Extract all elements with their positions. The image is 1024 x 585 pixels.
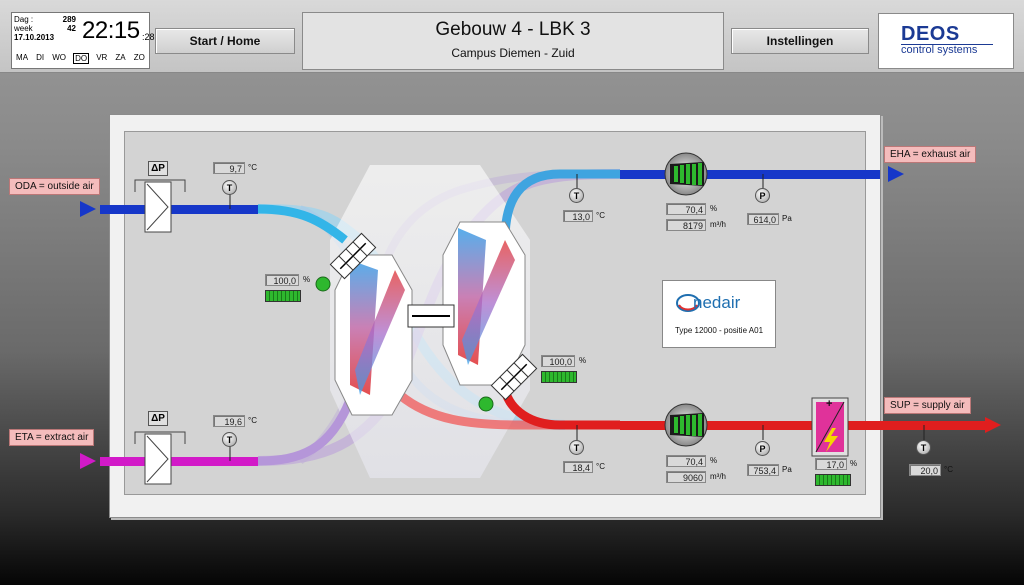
- date-value: 17.10.2013: [14, 33, 55, 42]
- eha-temp-unit: °C: [596, 211, 605, 220]
- duct-sup: [620, 421, 985, 430]
- sup-fan-pct-value: 70,4: [666, 455, 706, 467]
- temp-sensor-sup-out-icon[interactable]: T: [916, 440, 931, 455]
- sup-flow-value: 9060: [666, 471, 706, 483]
- duct-eta: [100, 457, 258, 466]
- damper-bottom-bar: [541, 371, 577, 383]
- weekday-strip: MA DI WO DO VR ZA ZO: [12, 53, 149, 64]
- day-value: 289: [62, 15, 76, 24]
- sup-pressure-unit: Pa: [782, 465, 792, 474]
- nedair-brand: nedair: [693, 293, 741, 312]
- nedair-logo-icon: [676, 294, 700, 312]
- duct-eta-mix: [257, 398, 355, 466]
- actuator-top-icon: [315, 276, 331, 292]
- duct-eha: [620, 170, 880, 179]
- eha-temp-value: 13,0: [563, 210, 593, 222]
- eta-temp-unit: °C: [248, 416, 257, 425]
- damper-bottom-unit: %: [579, 356, 587, 365]
- duct-oda: [100, 205, 258, 214]
- fan-sup-icon: [664, 403, 708, 447]
- oda-temp-unit: °C: [248, 163, 257, 172]
- deos-logo: DEOS control systems: [878, 13, 1014, 69]
- page-title: Gebouw 4 - LBK 3: [435, 19, 591, 40]
- page-subtitle: Campus Diemen - Zuid: [451, 46, 575, 60]
- heater-icon: [811, 397, 849, 457]
- damper-bottom-value: 100,0: [541, 355, 575, 367]
- damper-top-bar: [265, 290, 301, 302]
- sup-out-temp-value: 20,0: [909, 464, 941, 476]
- top-bar: Dag : 289 week 42 17.10.2013 22:15 :28 MA …: [0, 0, 1024, 73]
- temp-sensor-eha-icon[interactable]: T: [569, 188, 584, 203]
- sup-in-temp-unit: °C: [596, 462, 605, 471]
- tag-oda: ODA = outside air: [9, 178, 100, 195]
- sup-pressure-value: 753,4: [747, 464, 779, 476]
- deos-logo-tagline: control systems: [901, 44, 978, 56]
- week-label: week: [14, 24, 33, 33]
- clock-panel: Dag : 289 week 42 17.10.2013 22:15 :28 MA …: [11, 12, 155, 69]
- nedair-type: Type 12000 - positie A01: [674, 326, 764, 335]
- bypass-damper: [407, 304, 455, 328]
- dp-eta-label: ΔP: [148, 411, 168, 426]
- actuator-bottom-icon: [478, 396, 494, 412]
- duct-sup-mix: [397, 391, 620, 430]
- weekday-do-current: DO: [73, 53, 90, 64]
- temp-sensor-sup-in-icon[interactable]: T: [569, 440, 584, 455]
- heater-bar: [815, 474, 851, 486]
- oda-temp-value: 9,7: [213, 162, 245, 174]
- sup-in-temp-value: 18,4: [563, 461, 593, 473]
- damper-top-unit: %: [303, 275, 311, 284]
- heater-pct-value: 17,0: [815, 458, 847, 470]
- weekday-ma: MA: [16, 53, 29, 62]
- tag-eha: EHA = exhaust air: [884, 146, 977, 163]
- fan-eha-icon: [664, 152, 708, 196]
- week-value: 42: [67, 24, 76, 33]
- arrow-eha-out: [888, 166, 904, 182]
- arrow-oda-in: [80, 201, 96, 217]
- damper-bottom: [490, 353, 538, 401]
- eha-flow-value: 8179: [666, 219, 706, 231]
- pressure-sensor-eha-icon[interactable]: P: [755, 188, 770, 203]
- sup-out-temp-unit: °C: [944, 465, 953, 474]
- damper-top-value: 100,0: [265, 274, 299, 286]
- arrow-eta-in: [80, 453, 96, 469]
- weekday-za: ZA: [115, 53, 126, 62]
- clock-time: 22:15: [82, 17, 140, 44]
- eha-fan-pct-unit: %: [710, 204, 718, 213]
- tag-eta: ETA = extract air: [9, 429, 95, 446]
- heat-exchanger-left: [334, 254, 413, 416]
- weekday-vr: VR: [96, 53, 108, 62]
- pressure-sensor-sup-icon[interactable]: P: [755, 441, 770, 456]
- temp-sensor-oda-icon[interactable]: T: [222, 180, 237, 195]
- temp-sensor-eta-icon[interactable]: T: [222, 432, 237, 447]
- eha-pressure-unit: Pa: [782, 214, 792, 223]
- heater-plus-label: +: [826, 398, 833, 410]
- arrow-sup-out: [985, 417, 1001, 433]
- day-label: Dag :: [14, 15, 34, 24]
- start-home-button[interactable]: Start / Home: [155, 28, 295, 54]
- filter-oda: [134, 179, 186, 233]
- damper-top: [329, 232, 377, 280]
- heater-pct-unit: %: [850, 459, 858, 468]
- sup-fan-pct-unit: %: [710, 456, 718, 465]
- duct-oda-cool: [257, 204, 348, 244]
- eha-pressure-value: 614,0: [747, 213, 779, 225]
- eta-temp-value: 19,6: [213, 415, 245, 427]
- weekday-wo: WO: [52, 53, 67, 62]
- heat-exchanger-right: [442, 221, 526, 386]
- day-info: Dag : 289 week 42 17.10.2013: [14, 15, 76, 42]
- nedair-card: nedair Type 12000 - positie A01: [662, 280, 776, 348]
- tag-sup: SUP = supply air: [884, 397, 971, 414]
- weekday-zo: ZO: [133, 53, 145, 62]
- deos-logo-name: DEOS: [901, 23, 960, 45]
- clock-seconds: :28: [142, 32, 155, 42]
- dp-oda-label: ΔP: [148, 161, 168, 176]
- settings-button[interactable]: Instellingen: [731, 28, 869, 54]
- eha-flow-unit: m³/h: [710, 220, 726, 229]
- weekday-di: DI: [36, 53, 45, 62]
- sup-flow-unit: m³/h: [710, 472, 726, 481]
- filter-eta: [134, 431, 186, 485]
- eha-fan-pct-value: 70,4: [666, 203, 706, 215]
- title-panel: Gebouw 4 - LBK 3 Campus Diemen - Zuid: [302, 12, 724, 70]
